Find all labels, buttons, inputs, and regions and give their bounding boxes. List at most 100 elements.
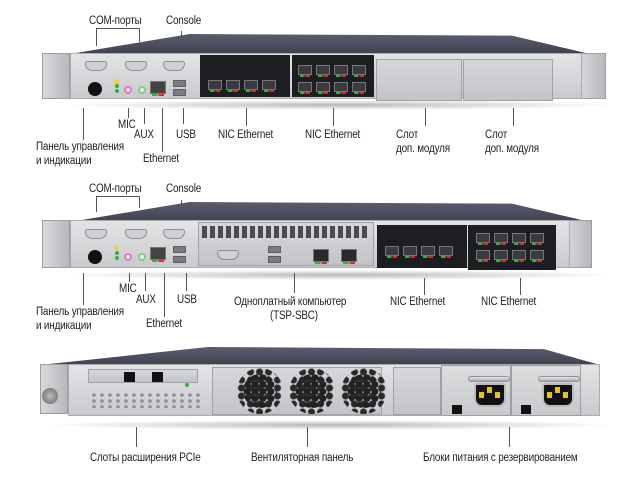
label-com-ports: COM-порты bbox=[89, 183, 142, 195]
label-nic-2: NIC Ethernet bbox=[305, 129, 361, 141]
psu-handle bbox=[538, 376, 580, 382]
expansion-slot-2 bbox=[463, 59, 553, 101]
power-pin bbox=[563, 392, 568, 398]
mic-jack bbox=[124, 86, 132, 94]
usb-port bbox=[173, 256, 186, 263]
callout-line bbox=[96, 28, 140, 29]
console-port bbox=[163, 61, 185, 71]
rj45-port bbox=[403, 246, 417, 258]
label-ethernet: Ethernet bbox=[143, 153, 180, 165]
rj45-port bbox=[298, 65, 312, 77]
callout-line bbox=[96, 196, 97, 212]
psu-vent bbox=[452, 405, 462, 414]
blank-plate bbox=[393, 367, 441, 415]
power-button bbox=[88, 82, 102, 96]
led-indicator bbox=[115, 79, 119, 83]
pcie-vent bbox=[90, 392, 200, 408]
rj45-port bbox=[334, 65, 348, 77]
label-console: Console bbox=[166, 15, 202, 27]
rj45-port bbox=[316, 82, 330, 94]
label-redundant-psu: Блоки питания с резервированием bbox=[423, 452, 578, 464]
label-aux: AUX bbox=[134, 129, 154, 141]
label-usb: USB bbox=[176, 129, 196, 141]
callout-line bbox=[128, 108, 129, 118]
label-nic-1: NIC Ethernet bbox=[218, 129, 274, 141]
label-com-ports: COM-порты bbox=[89, 15, 142, 27]
callout-line bbox=[145, 273, 146, 291]
callout-line bbox=[144, 108, 145, 124]
callout-line bbox=[424, 278, 425, 295]
rj45-port bbox=[439, 246, 453, 258]
rj45-port bbox=[494, 233, 508, 245]
fan-grille-1 bbox=[237, 368, 283, 414]
aux-jack bbox=[138, 253, 146, 261]
thumbscrew-icon bbox=[42, 388, 58, 404]
rj45-port bbox=[494, 250, 508, 262]
callout-line bbox=[139, 28, 140, 42]
label-control-panel-line1: Панель управления bbox=[36, 306, 124, 318]
rj45-port bbox=[530, 250, 544, 262]
power-pin bbox=[487, 387, 492, 393]
label-fan-panel: Вентиляторная панель bbox=[251, 452, 354, 464]
label-slot-1-line1: Слот bbox=[396, 129, 419, 141]
sbc-serial-port bbox=[217, 250, 239, 260]
rj45-port bbox=[262, 80, 276, 92]
label-aux: AUX bbox=[136, 294, 156, 306]
led-indicator bbox=[115, 246, 119, 250]
power-pin bbox=[479, 392, 484, 398]
psu-vent bbox=[521, 405, 531, 414]
callout-line bbox=[181, 200, 182, 208]
callout-line bbox=[164, 273, 165, 317]
rj45-port bbox=[316, 65, 330, 77]
label-nic-1: NIC Ethernet bbox=[390, 296, 446, 308]
label-control-panel-line2: и индикации bbox=[36, 155, 92, 167]
com-port-1 bbox=[85, 61, 107, 71]
rack-ear-right bbox=[578, 53, 606, 99]
callout-line bbox=[186, 273, 187, 291]
rj45-port bbox=[208, 80, 222, 92]
label-console: Console bbox=[166, 183, 202, 195]
callout-line bbox=[83, 108, 84, 140]
callout-line bbox=[520, 278, 521, 295]
callout-line bbox=[162, 108, 163, 152]
mic-jack bbox=[124, 253, 132, 261]
psu-handle bbox=[468, 376, 510, 382]
rack-ear-left bbox=[42, 53, 70, 99]
com-port-2 bbox=[125, 229, 147, 239]
sbc-usb-port bbox=[268, 246, 281, 253]
power-button bbox=[88, 250, 102, 264]
chassis-top bbox=[40, 347, 600, 365]
callout-line bbox=[129, 273, 130, 282]
console-port bbox=[163, 229, 185, 239]
led-indicator bbox=[115, 89, 119, 93]
chassis-top bbox=[70, 202, 590, 222]
rj45-port bbox=[512, 250, 526, 262]
sbc-ethernet-port bbox=[341, 249, 357, 264]
rj45-port bbox=[421, 246, 435, 258]
pcie-connector bbox=[124, 372, 135, 382]
callout-line bbox=[83, 273, 84, 305]
led-indicator bbox=[185, 383, 189, 387]
com-port-2 bbox=[125, 61, 147, 71]
callout-line bbox=[136, 427, 137, 447]
pcie-slot-bracket bbox=[88, 369, 198, 383]
label-usb: USB bbox=[177, 294, 197, 306]
label-sbc-line2: (TSP-SBC) bbox=[270, 310, 318, 322]
sbc-vent bbox=[202, 226, 370, 238]
callout-line bbox=[139, 196, 140, 208]
rj45-port bbox=[244, 80, 258, 92]
led-indicator bbox=[115, 84, 119, 88]
label-slot-1-line2: доп. модуля bbox=[396, 143, 450, 155]
device-shadow bbox=[60, 100, 620, 110]
callout-line bbox=[96, 196, 140, 197]
callout-line bbox=[513, 108, 514, 126]
rj45-port bbox=[334, 82, 348, 94]
label-mic: MIC bbox=[118, 119, 136, 131]
fan-grille-3 bbox=[341, 368, 387, 414]
device-shadow bbox=[60, 270, 620, 280]
label-sbc-line1: Одноплатный компьютер bbox=[234, 296, 347, 308]
expansion-slot-1 bbox=[376, 59, 462, 101]
aux-jack bbox=[138, 86, 146, 94]
label-mic: MIC bbox=[119, 283, 137, 295]
label-ethernet: Ethernet bbox=[146, 318, 183, 330]
